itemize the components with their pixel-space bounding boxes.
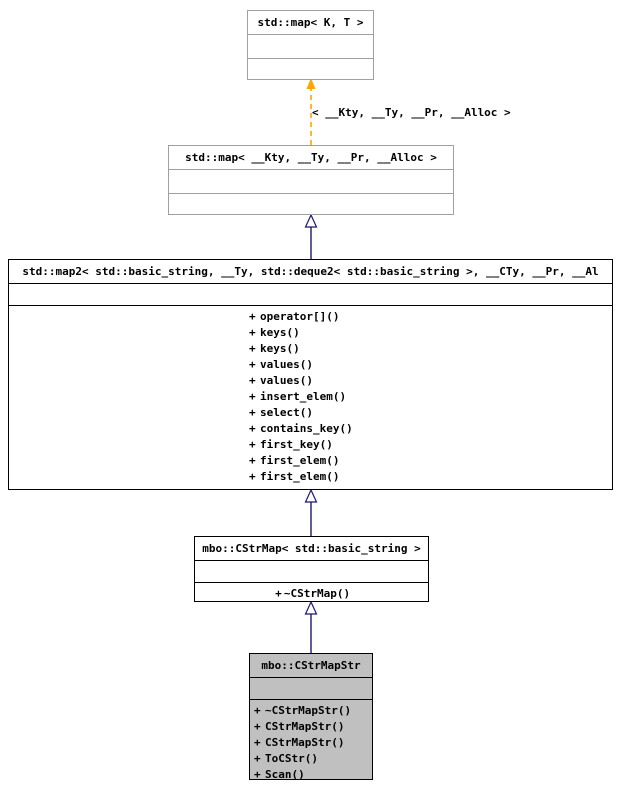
operation-row: + Scan() — [254, 767, 372, 780]
operation-name: keys() — [260, 342, 300, 355]
operation-row: + ToCStr() — [254, 751, 372, 767]
operation-row: + first_elem() — [249, 469, 612, 485]
class-title: std::map< __Kty, __Ty, __Pr, __Alloc > — [185, 151, 437, 164]
operation-row: + insert_elem() — [249, 389, 612, 405]
operation-visibility: + — [249, 310, 256, 323]
operation-name: keys() — [260, 326, 300, 339]
compartment-divider — [9, 283, 612, 284]
class-title: std::map2< std::basic_string, __Ty, std:… — [22, 265, 599, 278]
operation-row: + values() — [249, 373, 612, 389]
operation-visibility: + — [249, 454, 256, 467]
operation-name: insert_elem() — [260, 390, 347, 403]
operation-row: + values() — [249, 357, 612, 373]
operation-name: contains_key() — [260, 422, 353, 435]
operation-row: + ~CStrMapStr() — [254, 703, 372, 719]
operation-visibility: + — [249, 438, 256, 451]
operation-visibility: + — [249, 422, 256, 435]
operation-visibility: + — [249, 406, 256, 419]
operation-name: ~CStrMap() — [283, 587, 351, 600]
attributes-compartment — [9, 284, 612, 305]
operation-visibility: + — [249, 470, 256, 483]
operations-compartment: + operator[]() + keys() + keys() + values() + val… — [9, 306, 612, 489]
operation-name: CStrMapStr() — [265, 720, 345, 733]
operation-row: + keys() — [249, 325, 612, 341]
class-box-cstrmap[interactable]: mbo::CStrMap< std::basic_string > +~CStr… — [194, 536, 429, 602]
operation-visibility: + — [254, 720, 261, 733]
operation-row: + CStrMapStr() — [254, 735, 372, 751]
operation-visibility: + — [254, 704, 261, 717]
attributes-compartment — [169, 170, 453, 193]
operation-row: + keys() — [249, 341, 612, 357]
operation-name: select() — [260, 406, 313, 419]
attributes-compartment — [250, 678, 372, 699]
operation-row: + operator[]() — [249, 309, 612, 325]
class-title: mbo::CStrMapStr — [261, 659, 361, 672]
operations-compartment — [248, 59, 373, 66]
class-box-std-map-kt[interactable]: std::map< K, T > — [247, 10, 374, 80]
operation-name: CStrMapStr() — [265, 736, 345, 749]
operation-name: operator[]() — [260, 310, 340, 323]
operation-row: + select() — [249, 405, 612, 421]
operation-visibility: + — [254, 736, 261, 749]
operation-visibility: + — [254, 752, 261, 765]
operation-name: first_key() — [260, 438, 333, 451]
operation-row: + CStrMapStr() — [254, 719, 372, 735]
operation-visibility: + — [249, 358, 256, 371]
operation-row: + first_elem() — [249, 453, 612, 469]
edge-generalization-cstrmap — [304, 488, 318, 536]
class-box-cstrmapstr[interactable]: mbo::CStrMapStr +~CStrMapStr()+CStrMapSt… — [249, 653, 373, 780]
attributes-compartment — [195, 561, 428, 582]
operation-row: + first_key() — [249, 437, 612, 453]
compartment-divider — [195, 560, 428, 561]
operation-visibility: + — [275, 587, 282, 600]
operation-name: ToCStr() — [265, 752, 318, 765]
class-box-std-map2[interactable]: std::map2< std::basic_string, __Ty, std:… — [8, 259, 613, 490]
operations-compartment: + ~CStrMapStr() + CStrMapStr() + CStrMapStr()… — [250, 700, 372, 780]
operation-visibility: + — [249, 342, 256, 355]
operations-compartment — [169, 194, 453, 201]
compartment-divider — [169, 169, 453, 170]
operation-row: +~CStrMap() — [195, 586, 428, 601]
operation-name: first_elem() — [260, 470, 340, 483]
template-binding-label: < __Kty, __Ty, __Pr, __Alloc > — [312, 106, 511, 119]
compartment-divider — [248, 34, 373, 35]
attributes-compartment — [248, 35, 373, 58]
operation-row: + contains_key() — [249, 421, 612, 437]
operations-compartment: +~CStrMap() — [195, 583, 428, 601]
compartment-divider — [250, 699, 372, 700]
class-title: mbo::CStrMap< std::basic_string > — [202, 542, 421, 555]
compartment-divider — [250, 677, 372, 678]
operation-name: first_elem() — [260, 454, 340, 467]
operation-visibility: + — [254, 768, 261, 780]
compartment-divider — [195, 582, 428, 583]
operation-name: ~CStrMapStr() — [265, 704, 352, 717]
class-box-std-map-full[interactable]: std::map< __Kty, __Ty, __Pr, __Alloc > — [168, 145, 454, 215]
compartment-divider — [169, 193, 453, 194]
class-title: std::map< K, T > — [257, 16, 364, 29]
operation-name: values() — [260, 358, 313, 371]
operation-visibility: + — [249, 390, 256, 403]
compartment-divider — [248, 58, 373, 59]
edge-generalization-cstrmapstr — [304, 600, 318, 653]
operation-visibility: + — [249, 374, 256, 387]
operation-name: values() — [260, 374, 313, 387]
operation-visibility: + — [249, 326, 256, 339]
edge-generalization-map2 — [304, 213, 318, 259]
compartment-divider — [9, 305, 612, 306]
operation-name: Scan() — [265, 768, 305, 780]
